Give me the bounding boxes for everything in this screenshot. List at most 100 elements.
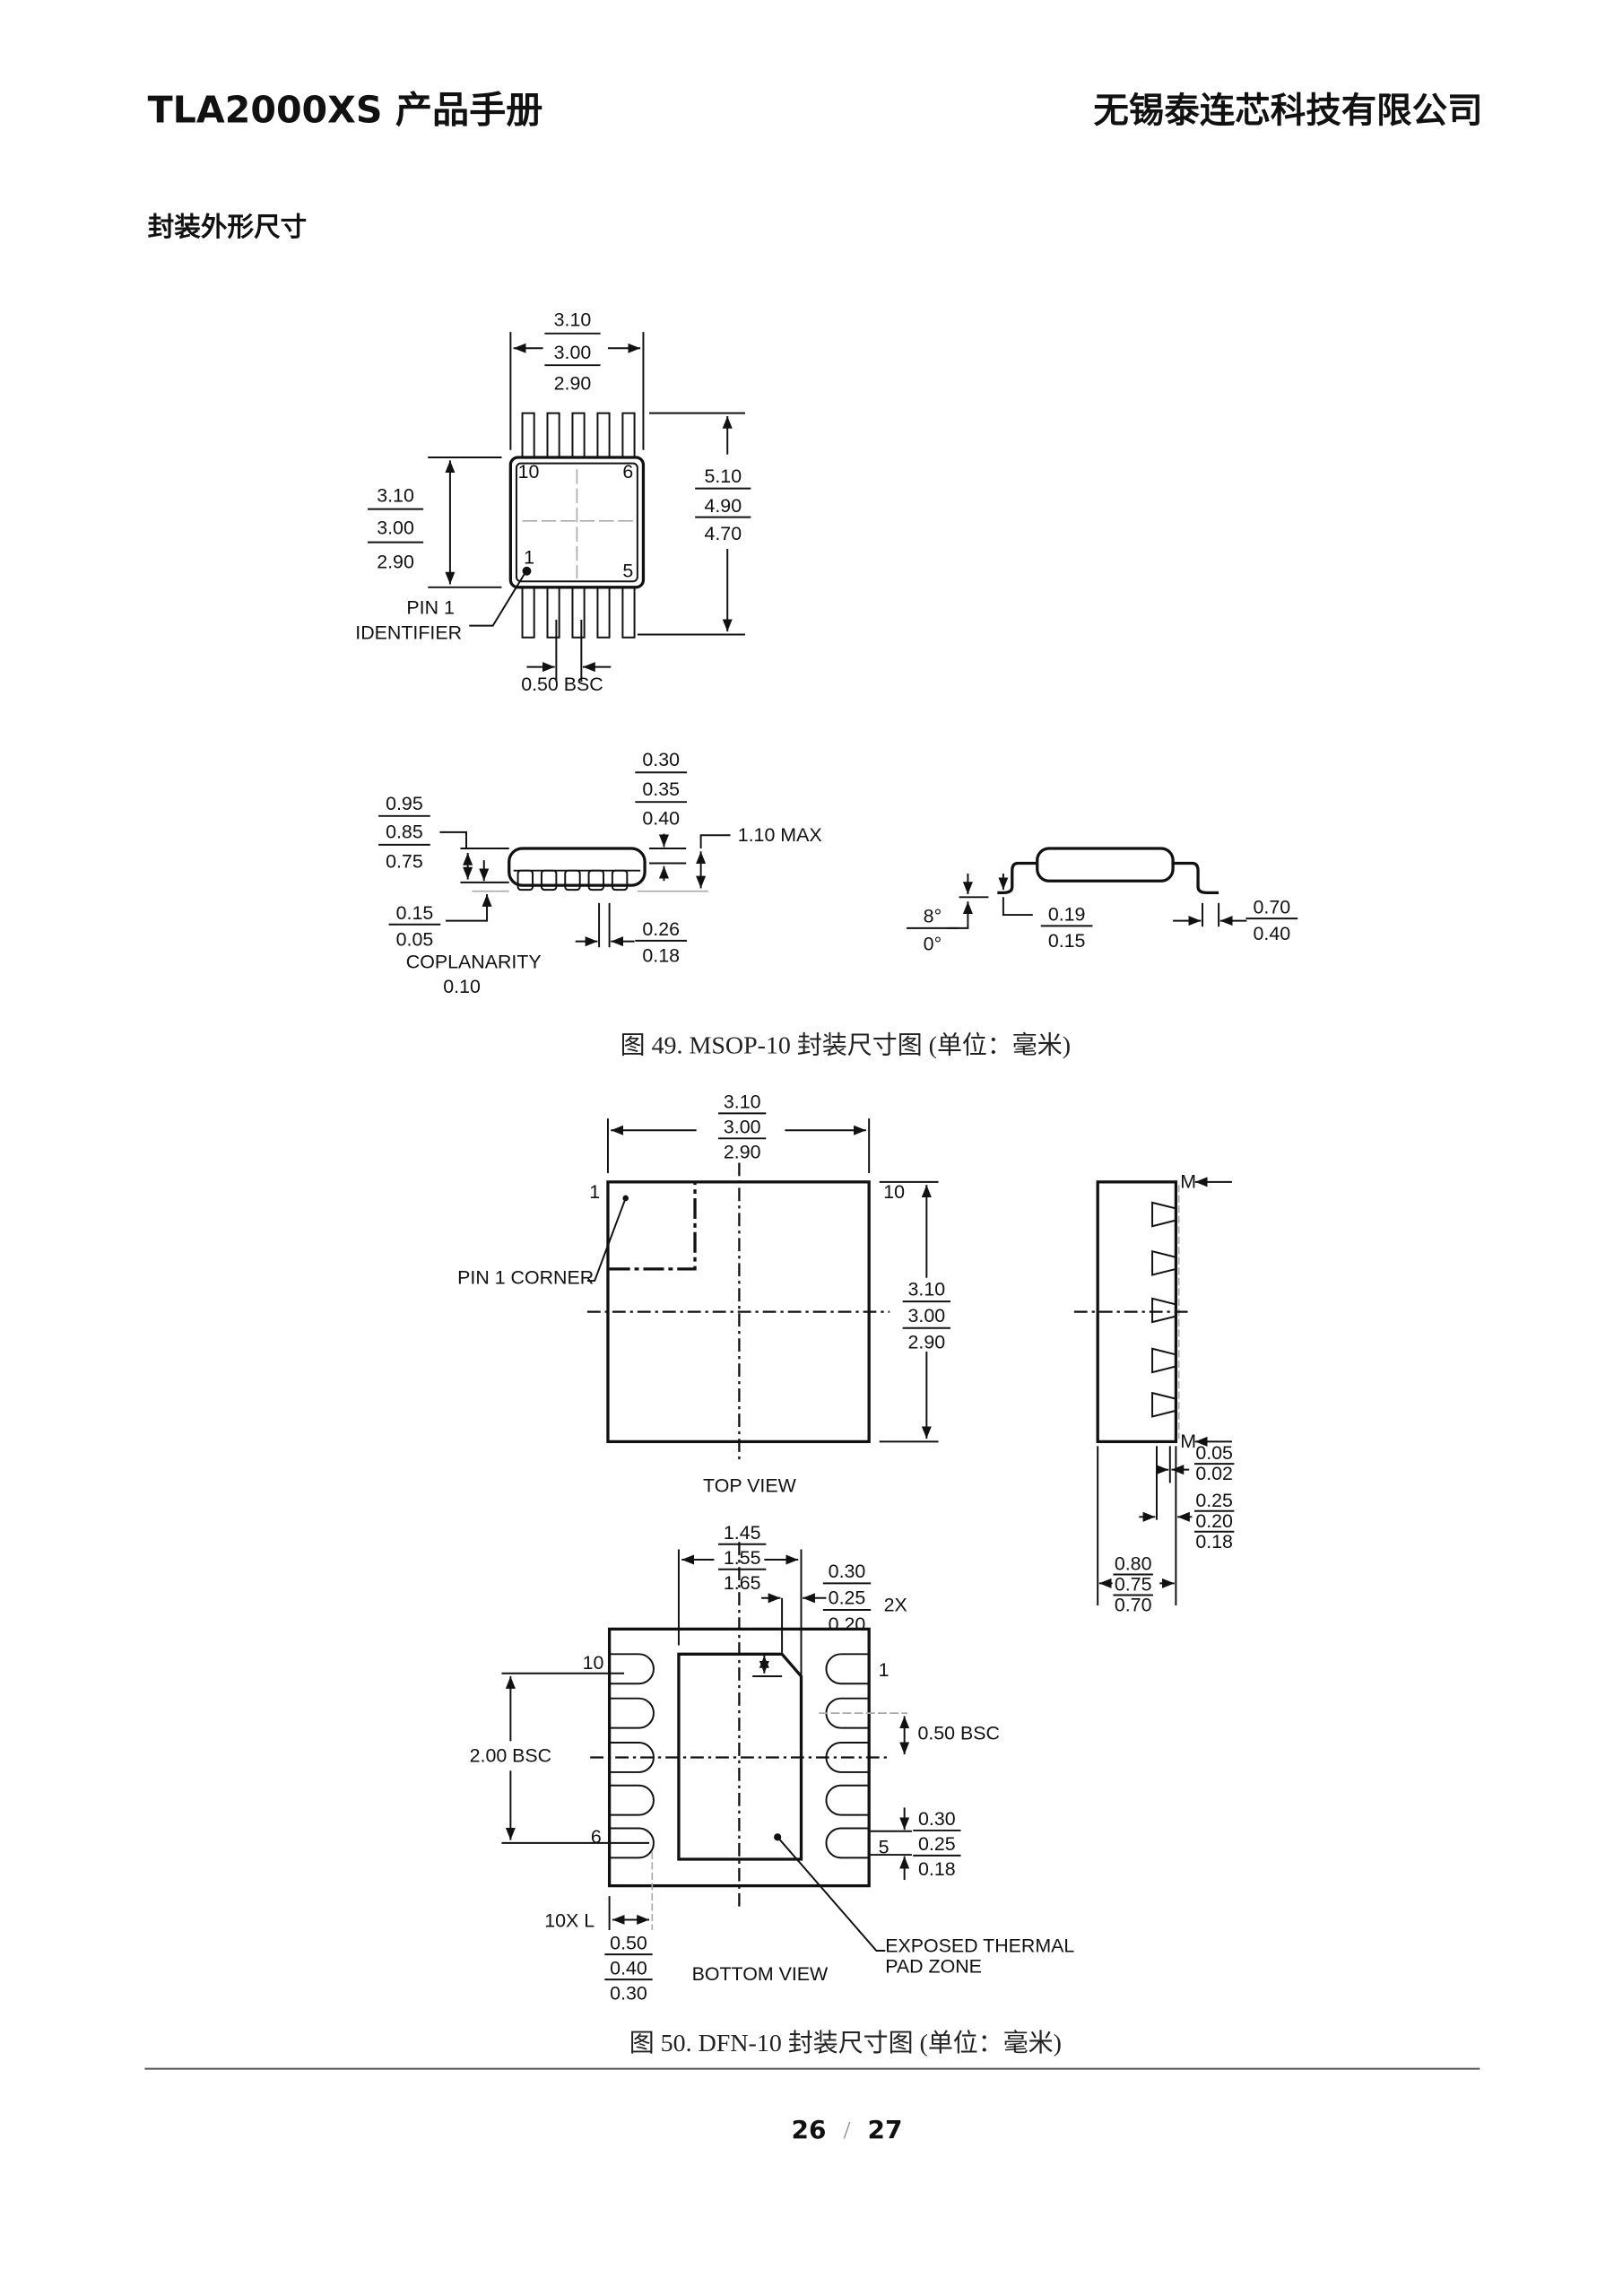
- dfn-side-b-dimension: 0.250.200.18: [1193, 1490, 1235, 1552]
- dimension-value: 0.15: [396, 902, 434, 924]
- dimension-value: 0.18: [1195, 1531, 1233, 1552]
- dimension-value: 0.19: [1048, 904, 1086, 926]
- dfn-pin1-number: 1: [589, 1181, 600, 1203]
- dimension-value: 3.00: [377, 517, 414, 539]
- page-number: 26: [792, 2115, 827, 2144]
- msop-top-view: 10 6 1 5 PIN 1 IDENTIFIER 0.50 BSC: [355, 332, 745, 695]
- dimension-value: 0.80: [1115, 1553, 1152, 1575]
- dfn-top-view: 1 10 PIN 1 CORNER TOP VIEW: [457, 1118, 939, 1496]
- msop-overall-width-dimension: 5.10 4.90 4.70: [695, 465, 751, 544]
- dimension-value: 5.10: [704, 465, 742, 487]
- bottom-pin6-number: 6: [591, 1826, 602, 1848]
- bottom-pin5-number: 5: [879, 1836, 890, 1857]
- dfn-lead-l-dimension: 0.500.400.30: [604, 1932, 653, 2004]
- msop-lead-thick-dimension: 0.30 0.35 0.40: [635, 749, 688, 830]
- lead: [609, 1653, 655, 1685]
- msop-lead-t-dimension: 0.190.15: [1040, 904, 1093, 952]
- dimension-value: 0.85: [386, 821, 423, 842]
- dfn-top-width-dimension: 3.10 3.00 2.90: [718, 1091, 767, 1163]
- thermal-pad-label: EXPOSED THERMAL: [885, 1935, 1074, 1957]
- msop-pitch-label: 0.50 BSC: [521, 674, 603, 695]
- dfn-pin10-number: 10: [883, 1181, 905, 1203]
- dimension-value: 0.35: [642, 778, 680, 800]
- m-label-top: M: [1180, 1170, 1196, 1192]
- lead: [1151, 1347, 1177, 1374]
- msop-body-height-dimension: 0.950.850.75: [378, 793, 430, 872]
- page-separator: /: [844, 2117, 851, 2144]
- coplanarity-value: 0.10: [443, 976, 481, 997]
- dimension-value: 0.25: [1195, 1490, 1233, 1511]
- dimension-value: 3.00: [554, 342, 592, 363]
- chamfer-count-label: 2X: [884, 1595, 907, 1616]
- dimension-value: 1.65: [724, 1572, 761, 1594]
- lead: [596, 586, 611, 639]
- dimension-value: 2.90: [908, 1332, 946, 1353]
- msop-body-length-dimension: 3.10 3.00 2.90: [367, 484, 424, 572]
- dimension-value: 0.02: [1195, 1463, 1233, 1484]
- dimension-value: 0.05: [1195, 1442, 1233, 1464]
- pin-10-label: 10: [518, 461, 540, 483]
- dimension-value: 0.18: [642, 945, 680, 967]
- dimension-value: 0.25: [918, 1833, 956, 1855]
- lead: [587, 869, 605, 891]
- dimension-value: 1.55: [724, 1547, 761, 1569]
- lead: [609, 1697, 655, 1729]
- dfn-side-a-dimension: 0.050.02: [1193, 1442, 1235, 1484]
- m-label-bottom: M: [1180, 1431, 1196, 1452]
- lead: [596, 412, 611, 459]
- dimension-value: 0.05: [396, 929, 434, 951]
- figure-49-caption: 图 49. MSOP-10 封装尺寸图 (单位：毫米): [621, 1031, 1071, 1060]
- pin-1-label: 1: [524, 546, 534, 568]
- lead: [1151, 1297, 1177, 1324]
- lead: [825, 1827, 870, 1859]
- dimension-value: 0.25: [829, 1587, 866, 1608]
- bottom-view-label: BOTTOM VIEW: [692, 1963, 829, 1985]
- lead: [611, 869, 629, 891]
- span-label: 2.00 BSC: [470, 1744, 552, 1766]
- lead: [609, 1784, 655, 1816]
- pin1-corner-label: PIN 1 CORNER: [457, 1266, 594, 1288]
- coplanarity-label: COPLANARITY: [406, 951, 542, 972]
- msop-standoff-dimension: 0.15 0.05: [388, 902, 441, 951]
- dimension-value: 0.18: [918, 1858, 956, 1880]
- dimension-value: 3.10: [377, 484, 414, 506]
- dimension-value: 0.40: [642, 808, 680, 830]
- dimension-value: 0°: [924, 934, 942, 955]
- dimension-value: 0.40: [610, 1957, 647, 1979]
- dimension-value: 0.20: [1195, 1510, 1233, 1532]
- dimension-value: 0.20: [829, 1613, 866, 1635]
- lead: [825, 1653, 870, 1685]
- dimension-value: 1.45: [724, 1522, 761, 1544]
- company-name: 无锡泰连芯科技有限公司: [1093, 91, 1482, 132]
- pin1-identifier-label-2: IDENTIFIER: [355, 622, 462, 643]
- dimension-value: 4.90: [704, 495, 742, 517]
- dimension-value: 4.70: [704, 523, 742, 544]
- dimension-value: 2.90: [554, 372, 592, 394]
- lead: [609, 1827, 655, 1859]
- pin-5-label: 5: [622, 560, 633, 581]
- dimension-value: 0.30: [918, 1808, 956, 1830]
- lead: [621, 412, 636, 459]
- dimension-value: 0.26: [642, 918, 680, 940]
- top-view-label: TOP VIEW: [703, 1474, 797, 1496]
- dimension-value: 2.90: [377, 551, 414, 572]
- dimension-value: 0.30: [829, 1561, 866, 1582]
- dfn-side-h-dimension: 0.800.750.70: [1113, 1553, 1153, 1616]
- dimension-value: 0.30: [610, 1982, 647, 2004]
- msop-top-width-dimension: 3.103.002.90: [544, 309, 601, 394]
- dimension-value: 3.10: [724, 1091, 761, 1113]
- lead: [521, 412, 535, 459]
- lead: [621, 586, 636, 639]
- lead: [825, 1784, 870, 1816]
- dimension-value: 3.00: [724, 1117, 761, 1138]
- msop-lead-width-dimension: 0.26 0.18: [635, 918, 688, 967]
- dimension-value: 0.30: [642, 749, 680, 770]
- lead-length-label: 10X L: [544, 1910, 595, 1932]
- dfn-bottom-view: 10 1 6 5 2.00 BSC 0.50 BSC 2X 10X L BOTT…: [470, 1542, 1074, 1985]
- msop-foot-dimension: 0.700.40: [1245, 896, 1298, 944]
- lead: [1151, 1391, 1177, 1418]
- dimension-value: 2.90: [724, 1142, 761, 1163]
- lead: [564, 869, 581, 891]
- bottom-pin1-number: 1: [879, 1659, 890, 1681]
